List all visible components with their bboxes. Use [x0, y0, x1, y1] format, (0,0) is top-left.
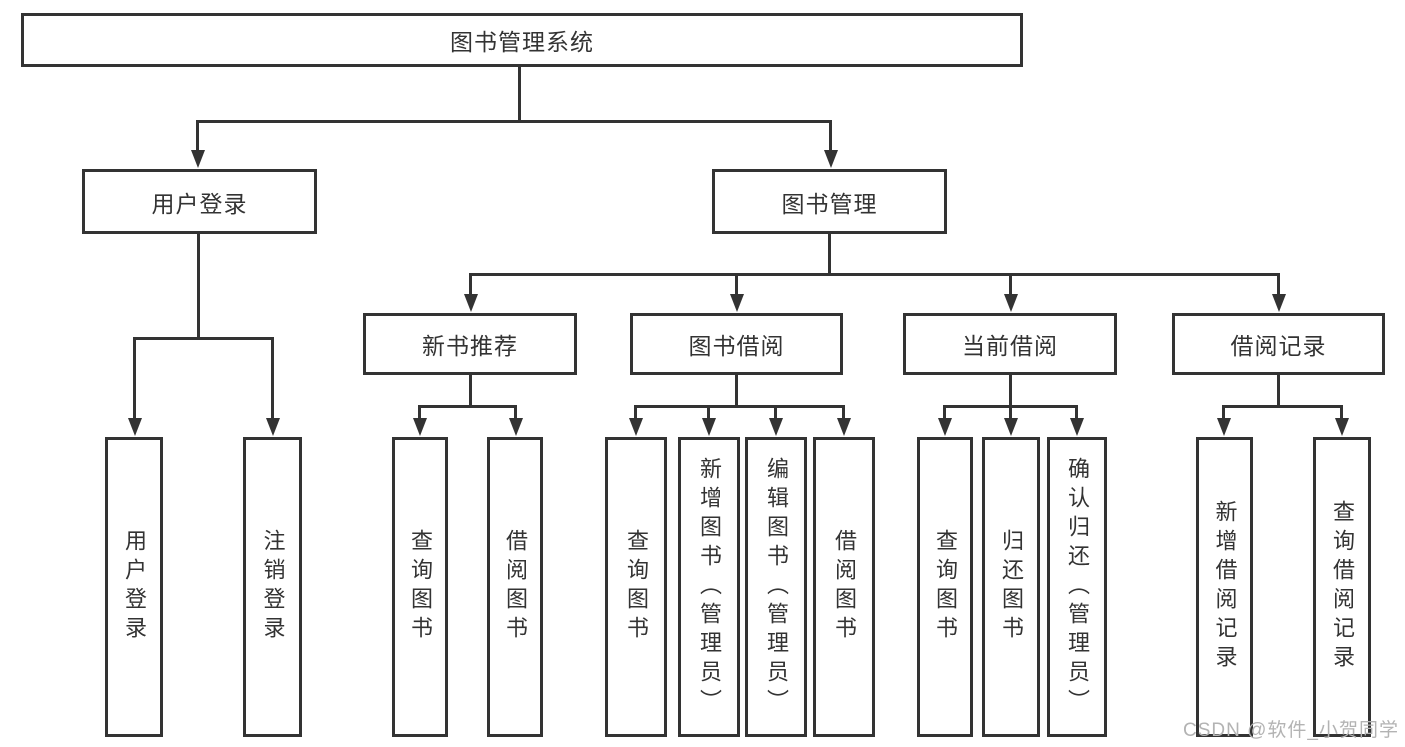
arrow-to-query-books-1: [418, 405, 421, 419]
node-borrow-records: 借阅记录: [1172, 313, 1385, 375]
arrow-to-current-borrow: [1009, 273, 1012, 295]
arrow-to-add-books: [707, 405, 710, 419]
node-book-borrow: 图书借阅: [630, 313, 843, 375]
node-new-book-recommend: 新书推荐: [363, 313, 577, 375]
connector-current-borrow-trunk: [1009, 375, 1012, 405]
node-query-books-2: 查询图书: [605, 437, 667, 737]
node-borrow-books-1: 借阅图书: [487, 437, 543, 737]
arrow-to-return-books: [1009, 405, 1012, 419]
connector-level3-bar: [469, 273, 1280, 276]
arrow-to-new-book-recommend: [469, 273, 472, 295]
arrow-to-borrow-books-2: [842, 405, 845, 419]
node-book-management: 图书管理: [712, 169, 947, 234]
arrow-to-borrow-books-1: [514, 405, 517, 419]
connector-user-login-bar: [133, 337, 274, 340]
node-current-borrow: 当前借阅: [903, 313, 1117, 375]
connector-user-login-trunk: [197, 234, 200, 337]
node-logout-leaf: 注销登录: [243, 437, 302, 737]
node-query-borrow-record: 查询借阅记录: [1313, 437, 1371, 737]
node-query-books-3: 查询图书: [917, 437, 973, 737]
node-query-books-1: 查询图书: [392, 437, 448, 737]
node-confirm-return-admin: 确认归还（管理员）: [1047, 437, 1107, 737]
csdn-watermark: CSDN @软件_小贺同学: [1183, 720, 1399, 741]
arrow-to-add-borrow-record: [1222, 405, 1225, 419]
arrow-to-user-login: [196, 120, 199, 151]
arrow-to-user-login-leaf: [133, 337, 136, 419]
node-add-borrow-record: 新增借阅记录: [1196, 437, 1253, 737]
node-root: 图书管理系统: [21, 13, 1023, 67]
arrow-to-query-books-3: [943, 405, 946, 419]
arrow-to-edit-books: [774, 405, 777, 419]
node-user-login: 用户登录: [82, 169, 317, 234]
connector-book-borrow-bar: [634, 405, 845, 408]
arrow-to-logout-leaf: [271, 337, 274, 419]
arrow-to-confirm-return: [1075, 405, 1078, 419]
node-user-login-leaf: 用户登录: [105, 437, 163, 737]
node-return-books: 归还图书: [982, 437, 1040, 737]
connector-borrow-records-trunk: [1277, 375, 1280, 405]
connector-root-trunk: [518, 67, 521, 120]
connector-new-book-trunk: [469, 375, 472, 405]
arrow-to-book-management: [829, 120, 832, 151]
connector-borrow-records-bar: [1222, 405, 1343, 408]
node-borrow-books-2: 借阅图书: [813, 437, 875, 737]
connector-book-borrow-trunk: [735, 375, 738, 405]
arrow-to-borrow-records: [1277, 273, 1280, 295]
connector-book-mgmt-trunk: [828, 234, 831, 273]
node-edit-books-admin: 编辑图书（管理员）: [745, 437, 807, 737]
connector-level2-bar: [196, 120, 832, 123]
arrow-to-book-borrow: [735, 273, 738, 295]
node-add-books-admin: 新增图书（管理员）: [678, 437, 740, 737]
connector-new-book-bar: [418, 405, 517, 408]
arrow-to-query-borrow-record: [1340, 405, 1343, 419]
arrow-to-query-books-2: [634, 405, 637, 419]
